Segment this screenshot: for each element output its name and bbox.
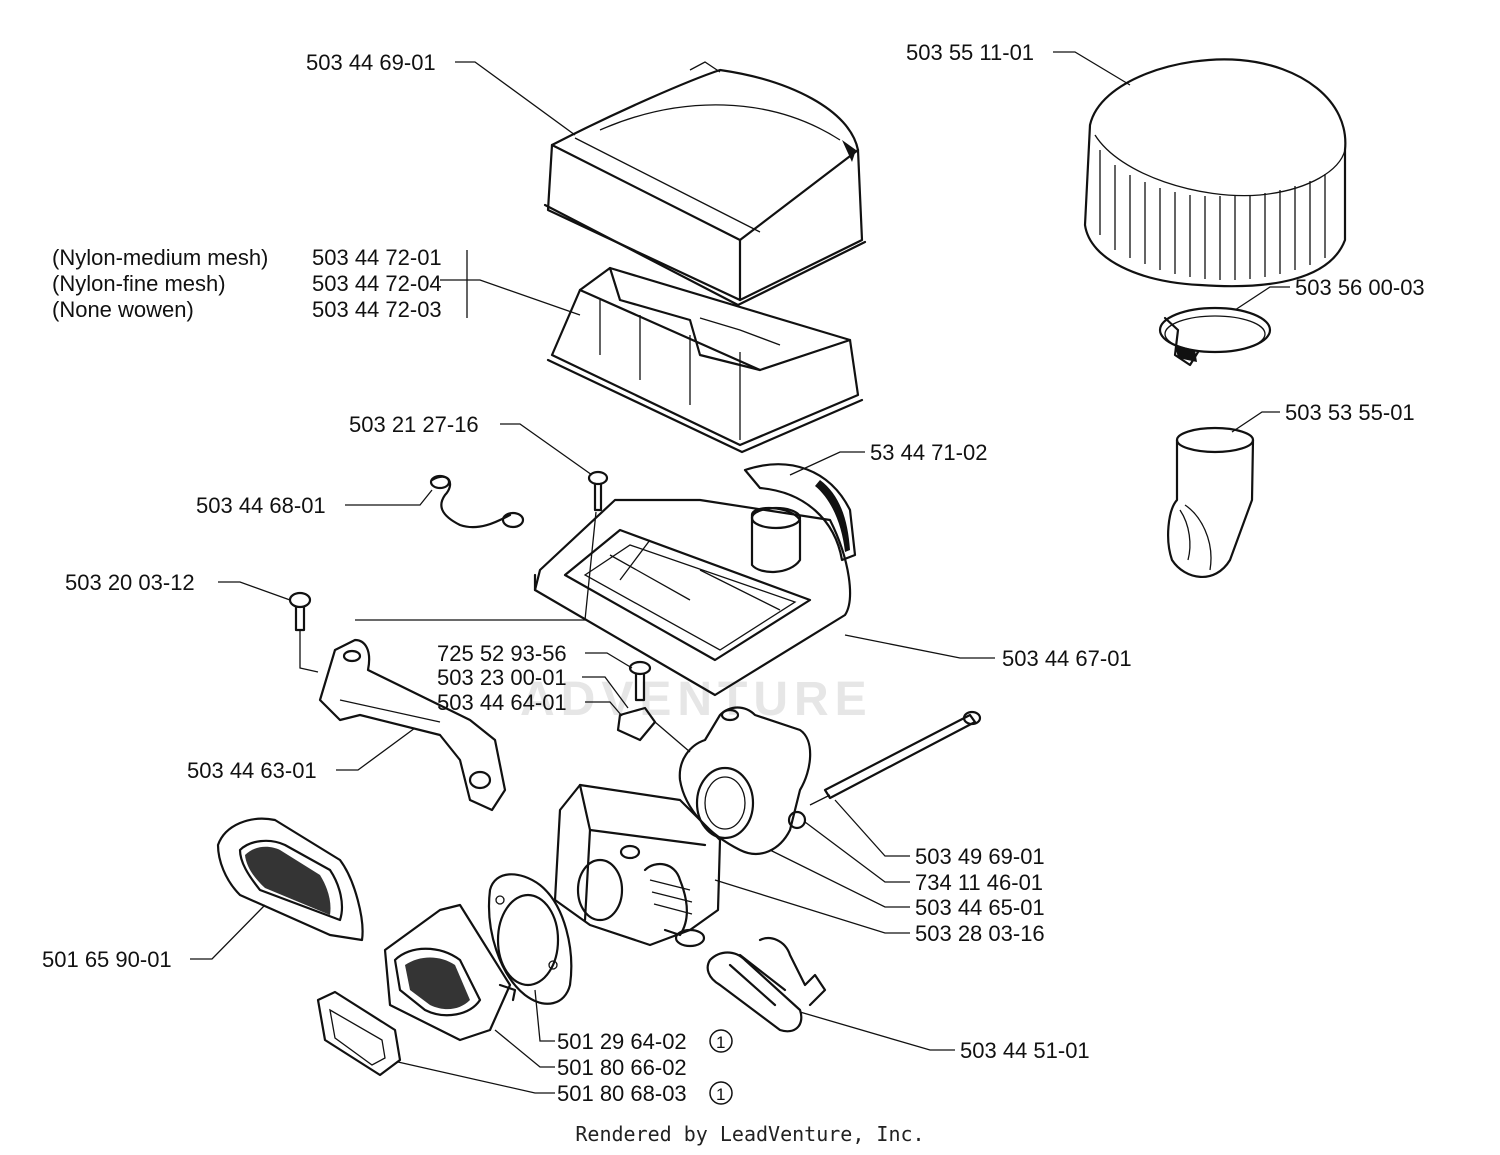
label-503-44-63-01: 503 44 63-01 (187, 758, 317, 783)
note-nylon-fine: (Nylon-fine mesh) (52, 271, 226, 296)
screw-small-drawing (288, 591, 312, 632)
svg-text:1: 1 (716, 1085, 725, 1104)
label-503-49-69-01: 503 49 69-01 (915, 844, 1045, 869)
nut-screw-drawing (616, 660, 657, 742)
label-734-11-46-01: 734 11 46-01 (915, 870, 1043, 895)
flange-gasket-drawing (316, 990, 402, 1077)
label-503-44-72-03: 503 44 72-03 (312, 297, 442, 322)
filter-gasket-drawing (743, 463, 857, 562)
label-501-65-90-01: 501 65 90-01 (42, 947, 172, 972)
label-501-80-68-03: 501 80 68-03 (557, 1081, 687, 1106)
note-nylon-medium: (Nylon-medium mesh) (52, 245, 268, 270)
long-bolt-drawing (809, 710, 982, 806)
label-501-80-66-02: 501 80 66-02 (557, 1055, 687, 1080)
label-503-44-64-01: 503 44 64-01 (437, 690, 567, 715)
intake-boot-drawing (216, 817, 364, 942)
label-503-44-69-01: 503 44 69-01 (306, 50, 436, 75)
footnote-marker-1: 1 (709, 1029, 733, 1053)
bracket-drawing (318, 638, 507, 812)
label-503-44-67-01: 503 44 67-01 (1002, 646, 1132, 671)
flange-drawing (383, 903, 517, 1042)
wire-clip-drawing (429, 474, 525, 529)
footnote-marker-2: 1 (709, 1081, 733, 1105)
carburetor-adapter-drawing (678, 706, 812, 855)
label-503-44-72-04: 503 44 72-04 (312, 271, 442, 296)
svg-text:1: 1 (716, 1033, 725, 1052)
choke-part-drawing (706, 937, 827, 1033)
label-503-44-72-01: 503 44 72-01 (312, 245, 442, 270)
label-503-44-51-01: 503 44 51-01 (960, 1038, 1090, 1063)
label-725-52-93-56: 725 52 93-56 (437, 641, 567, 666)
round-gasket-drawing (488, 873, 573, 1005)
label-503-53-55-01: 503 53 55-01 (1285, 400, 1415, 425)
label-503-44-65-01: 503 44 65-01 (915, 895, 1045, 920)
screw-drawing (587, 470, 609, 512)
footer-credit: Rendered by LeadVenture, Inc. (575, 1122, 925, 1146)
label-53-44-71-02: 53 44 71-02 (870, 440, 987, 465)
prefilter-drawing (1083, 58, 1347, 288)
leader-lines (190, 51, 1290, 1094)
label-503-56-00-03: 503 56 00-03 (1295, 275, 1425, 300)
label-501-29-64-02: 501 29 64-02 (557, 1029, 687, 1054)
label-503-21-27-16: 503 21 27-16 (349, 412, 479, 437)
hose-clamp-drawing (1158, 306, 1272, 367)
label-503-55-11-01: 503 55 11-01 (906, 40, 1034, 65)
intake-elbow-drawing (1167, 426, 1255, 578)
carburetor-drawing (553, 783, 722, 948)
note-none-wowen: (None wowen) (52, 297, 194, 322)
washer-drawing (787, 810, 807, 830)
air-filter-base-drawing (533, 498, 852, 697)
label-503-20-03-12: 503 20 03-12 (65, 570, 195, 595)
air-filter-cover-drawing (543, 61, 867, 307)
label-503-28-03-16: 503 28 03-16 (915, 921, 1045, 946)
label-503-23-00-01: 503 23 00-01 (437, 665, 567, 690)
label-503-44-68-01: 503 44 68-01 (196, 493, 326, 518)
air-filter-element-drawing (546, 266, 864, 454)
